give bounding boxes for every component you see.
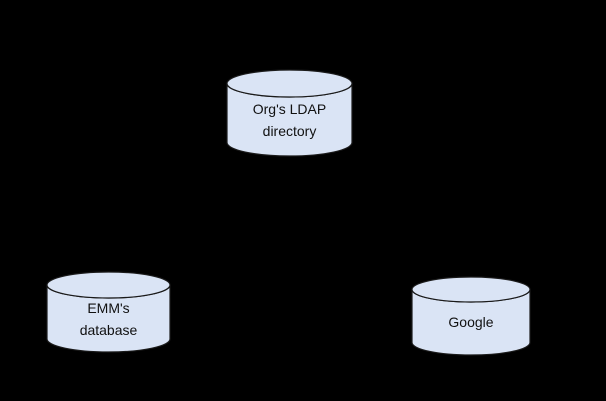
database-node-google[interactable]: Google [411,276,531,356]
cylinder-top-ellipse [226,69,353,98]
cylinder-top-ellipse [46,271,171,299]
database-node-ldap[interactable]: Org's LDAP directory [226,69,353,157]
database-cylinder-icon [411,276,531,356]
database-cylinder-icon [46,271,171,353]
cylinder-top-ellipse [411,276,531,303]
database-cylinder-icon [226,69,353,157]
database-node-emm[interactable]: EMM's database [46,271,171,353]
